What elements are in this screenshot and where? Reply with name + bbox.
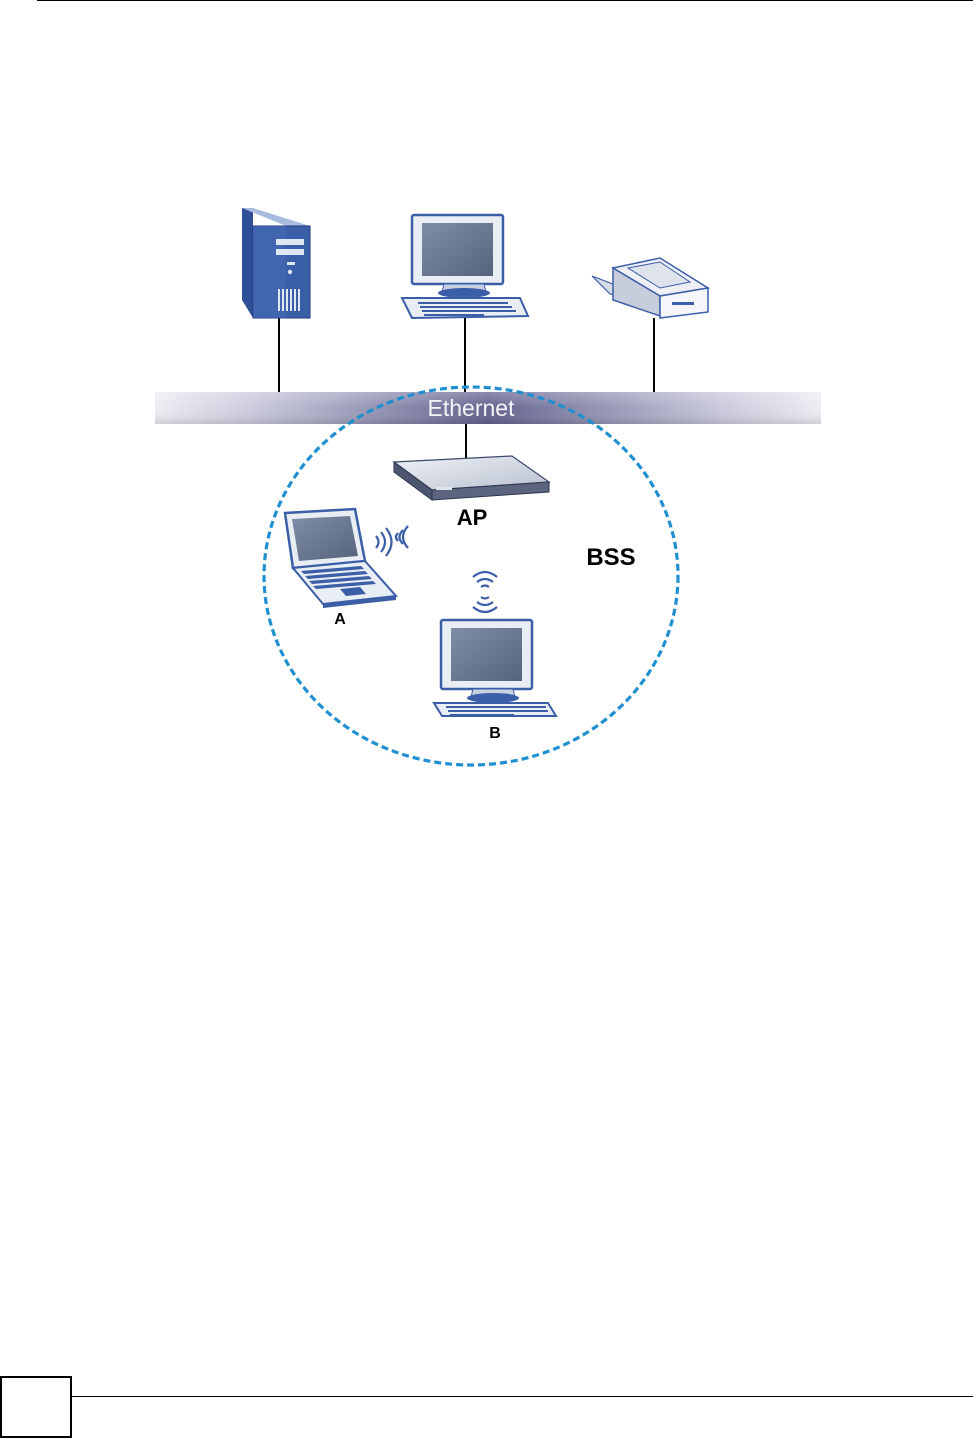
- station-b-label: B: [489, 725, 501, 742]
- ethernet-backbone: Ethernet: [155, 392, 821, 424]
- ethernet-label: Ethernet: [428, 395, 516, 421]
- footer-rule: [0, 1396, 973, 1397]
- ap-label: AP: [457, 505, 488, 530]
- page-number-box: [0, 1376, 72, 1438]
- bss-label: BSS: [586, 544, 635, 571]
- station-a-label: A: [334, 611, 346, 628]
